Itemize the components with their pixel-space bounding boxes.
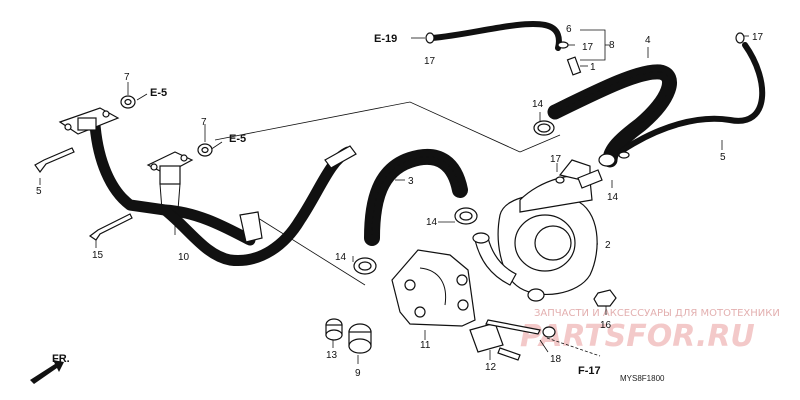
leader-lines <box>39 29 749 364</box>
air-pipe-10 <box>58 107 357 267</box>
hose-4 <box>547 64 677 168</box>
part-label-17-right: 17 <box>752 32 764 43</box>
part-label-14-top: 14 <box>532 99 544 110</box>
ref-e5-lower: E-5 <box>229 133 246 145</box>
hose-5 <box>617 42 766 155</box>
clips-17 <box>425 32 745 184</box>
ref-e19: E-19 <box>374 33 397 45</box>
part-label-17-pump: 17 <box>550 154 562 165</box>
part-label-14-left: 14 <box>335 252 347 263</box>
part-label-15: 15 <box>92 250 104 261</box>
front-arrow: FR. <box>30 353 70 384</box>
part-label-10: 10 <box>178 252 190 263</box>
watermark: ЗАПЧАСТИ И АКСЕССУАРЫ ДЛЯ МОТОТЕХНИКИ PA… <box>520 308 780 354</box>
hose-3 <box>364 148 468 246</box>
part-label-14-right: 14 <box>607 192 619 203</box>
clamps-14 <box>353 120 616 275</box>
fasteners <box>34 147 617 361</box>
part-label-3: 3 <box>408 176 414 187</box>
part-label-7-upper: 7 <box>124 72 130 83</box>
front-arrow-label: FR. <box>52 353 70 365</box>
part-label-2: 2 <box>605 240 611 251</box>
part-label-1: 1 <box>590 62 596 73</box>
diagram-code: MYS8F1800 <box>620 374 665 383</box>
reference-labels: E-19 E-5 E-5 F-17 <box>150 33 601 377</box>
part-label-14-mid: 14 <box>426 217 438 228</box>
watermark-tagline: ЗАПЧАСТИ И АКСЕССУАРЫ ДЛЯ МОТОТЕХНИКИ <box>534 308 780 319</box>
part-label-6: 6 <box>566 24 572 35</box>
bracket-11 <box>391 249 476 327</box>
hose-6 <box>429 21 562 51</box>
part-label-5-right: 5 <box>720 152 726 163</box>
air-pump-2 <box>472 159 603 302</box>
part-label-13: 13 <box>326 350 338 361</box>
part-label-16: 16 <box>600 320 612 331</box>
part-label-7-lower: 7 <box>201 117 207 128</box>
watermark-brand: PARTSFOR.RU <box>520 319 755 354</box>
part-number-labels: 1 2 3 4 5 5 6 7 7 8 9 10 11 12 13 14 14 … <box>36 24 764 379</box>
part-label-4: 4 <box>645 35 651 46</box>
part-label-5-left: 5 <box>36 186 42 197</box>
part-label-8: 8 <box>609 40 615 51</box>
part-label-17-bracket: 17 <box>582 42 594 53</box>
part-label-17-top: 17 <box>424 56 436 67</box>
orings-7 <box>120 95 213 157</box>
part-label-12: 12 <box>485 362 497 373</box>
part-label-11: 11 <box>420 340 431 351</box>
ref-f17: F-17 <box>578 365 601 377</box>
part-label-9: 9 <box>355 368 361 379</box>
ref-e5-upper: E-5 <box>150 87 167 99</box>
part-label-18: 18 <box>550 354 562 365</box>
